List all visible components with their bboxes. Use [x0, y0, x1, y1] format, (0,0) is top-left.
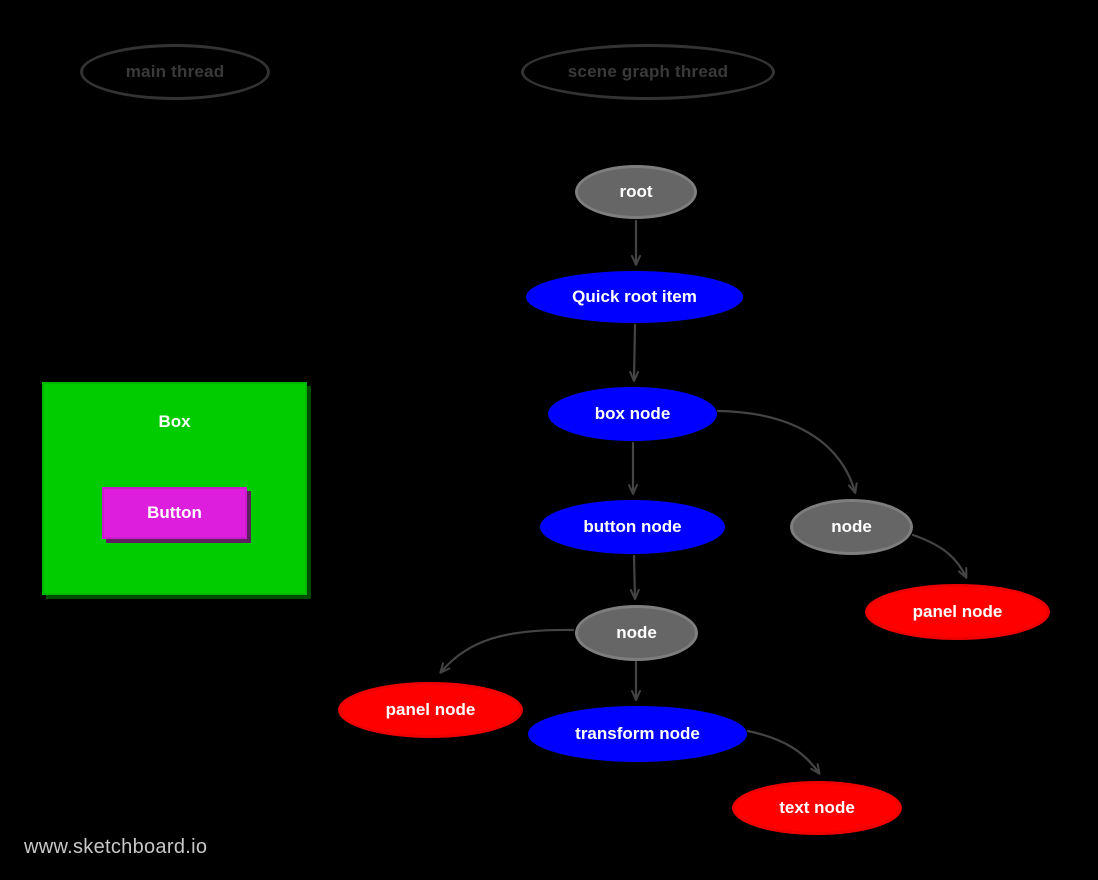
ui-button-button[interactable]: Button: [102, 487, 247, 539]
node-transform-node[interactable]: transform node: [528, 706, 747, 762]
node-panel-node-left[interactable]: panel node: [338, 682, 523, 738]
node-quick-root-item[interactable]: Quick root item: [526, 271, 743, 323]
node-label: panel node: [385, 700, 476, 719]
edge-node-right-to-panel-node-1: [911, 533, 968, 579]
node-label: Quick root item: [572, 287, 697, 306]
node-node-center[interactable]: node: [575, 605, 698, 661]
node-label: node: [831, 517, 872, 536]
ui-box-box[interactable]: Box: [42, 382, 307, 595]
node-panel-node-right[interactable]: panel node: [865, 584, 1050, 640]
node-label: text node: [779, 798, 855, 817]
node-root[interactable]: root: [575, 165, 697, 219]
ui-box-label: Box: [158, 412, 191, 431]
node-text-node[interactable]: text node: [732, 781, 902, 835]
node-button-node[interactable]: button node: [540, 500, 725, 554]
node-label: transform node: [575, 724, 700, 743]
edge-button-node-to-node-center: [629, 554, 640, 600]
thread-label-main-thread: main thread: [80, 44, 270, 100]
node-label: panel node: [912, 602, 1003, 621]
edge-node-center-to-panel-node-2: [439, 628, 575, 674]
watermark: www.sketchboard.io: [24, 836, 208, 858]
thread-label-scene-graph-thread: scene graph thread: [521, 44, 775, 100]
thread-label-text: scene graph thread: [567, 62, 729, 81]
thread-label-text: main thread: [125, 62, 225, 81]
node-label: node: [616, 623, 657, 642]
node-label: root: [619, 182, 653, 201]
edge-box-node-to-node-right: [716, 409, 858, 494]
ui-button-label: Button: [147, 503, 202, 522]
node-box-node[interactable]: box node: [548, 387, 717, 441]
edge-transform-node-to-text-node: [746, 729, 821, 775]
node-label: box node: [594, 404, 671, 423]
edge-quick-root-to-box-node: [629, 323, 640, 382]
node-node-right[interactable]: node: [790, 499, 913, 555]
node-label: button node: [583, 517, 682, 536]
